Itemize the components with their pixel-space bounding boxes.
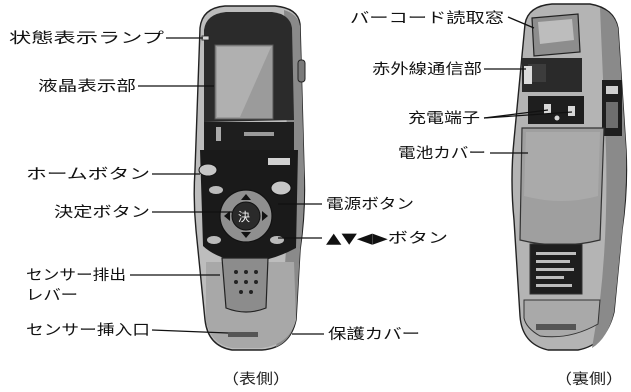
label-home-button: ホームボタン: [26, 166, 150, 183]
label-barcode-window: バーコード読取窓: [350, 9, 504, 27]
back-device-illustration: [511, 3, 628, 351]
label-eject-lever-line1: センサー排出: [26, 267, 126, 284]
label-charging-terminals: 充電端子: [408, 110, 480, 127]
back-leader-lines: [483, 16, 573, 154]
label-power-button: 電源ボタン: [326, 196, 414, 213]
svg-text:決: 決: [238, 210, 250, 224]
label-battery-cover: 電池カバー: [398, 145, 486, 162]
label-status-lamp: 状態表示ランプ: [9, 30, 165, 47]
label-eject-lever-line2: レバー: [26, 288, 78, 304]
caption-front: （表側）: [222, 371, 290, 388]
label-ir-port: 赤外線通信部: [372, 61, 482, 78]
label-arrow-buttons: ▲▼◀▶ボタン: [326, 230, 448, 247]
caption-back: （裏側）: [555, 370, 623, 388]
front-leader-lines: [130, 37, 324, 335]
label-protective-cover: 保護カバー: [328, 326, 420, 343]
label-enter-button: 決定ボタン: [54, 204, 150, 221]
label-lcd: 液晶表示部: [38, 78, 136, 95]
front-device-illustration: 決: [193, 5, 306, 351]
label-sensor-slot: センサー挿入口: [26, 322, 150, 339]
